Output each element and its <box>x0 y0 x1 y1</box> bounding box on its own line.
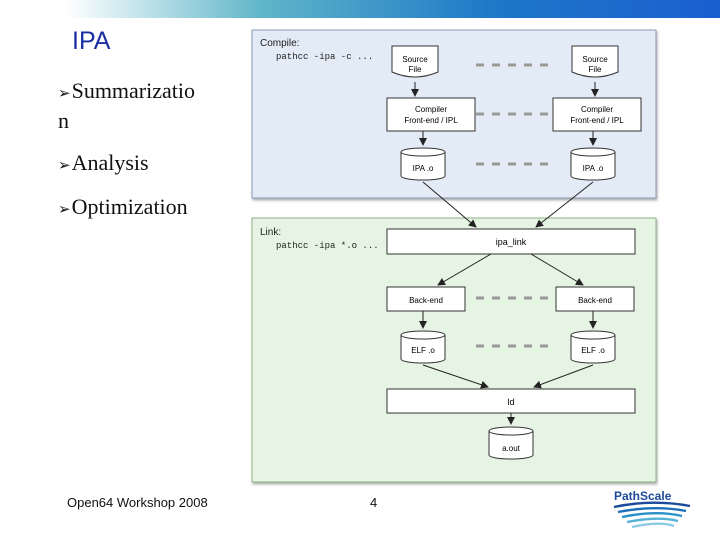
arrow-ipa-right-to-link <box>535 181 594 228</box>
source-file-left-line2: File <box>409 65 422 74</box>
page-number: 4 <box>370 495 378 510</box>
header-gradient-bar <box>66 0 720 18</box>
bullet-item-analysis: ➢Analysis <box>58 150 149 179</box>
ipa-flow-diagram: Compile: pathcc -ipa -c ... Source File … <box>251 29 657 483</box>
bullet-text: Optimization <box>71 194 188 219</box>
compiler-left-line1: Compiler <box>415 105 447 114</box>
elf-o-cylinder-right <box>570 330 616 364</box>
footer-text: Open64 Workshop 2008 <box>67 495 208 510</box>
ipa-o-cylinder-left <box>400 147 446 181</box>
pathscale-wave-logo: PathScale <box>613 489 691 529</box>
ld-box <box>386 388 636 414</box>
backend-box-left <box>386 286 466 312</box>
bullet-item-optimization: ➢Optimization <box>58 194 188 223</box>
elf-o-right-label: ELF .o <box>581 346 605 355</box>
elf-o-cylinder-left <box>400 330 446 364</box>
backend-left-label: Back-end <box>409 296 443 305</box>
arrow-elf-right-to-ld <box>533 364 594 389</box>
source-file-left-line1: Source <box>402 55 428 64</box>
bullet-text: Analysis <box>71 150 149 175</box>
compile-label: Compile: <box>260 38 299 49</box>
ipa-link-label: ipa_link <box>496 237 527 247</box>
compiler-box-left <box>386 97 476 132</box>
ipa-o-cylinder-right <box>570 147 616 181</box>
arrow-bullet-icon: ➢ <box>58 158 71 174</box>
arrow-ipa-left-to-link <box>422 181 477 228</box>
bullet-item-summarization: ➢Summarizatio <box>58 78 195 107</box>
source-file-right <box>571 45 619 78</box>
backend-box-right <box>555 286 635 312</box>
wave-icon <box>613 501 691 529</box>
logo-text: PathScale <box>614 489 672 503</box>
compile-command: pathcc -ipa -c ... <box>276 52 373 62</box>
elf-o-left-label: ELF .o <box>411 346 435 355</box>
source-file-right-line1: Source <box>582 55 608 64</box>
source-file-right-line2: File <box>589 65 602 74</box>
compiler-left-line2: Front-end / IPL <box>404 116 458 125</box>
arrow-elf-left-to-ld <box>422 364 489 389</box>
a-out-label: a.out <box>502 444 521 453</box>
source-file-left <box>391 45 439 78</box>
arrow-link-to-backend-right <box>530 253 584 286</box>
bullet-text: n <box>58 108 69 133</box>
compiler-box-right <box>552 97 642 132</box>
link-command: pathcc -ipa *.o ... <box>276 241 379 251</box>
bullet-item-wrap: n <box>58 108 69 134</box>
a-out-cylinder <box>488 426 534 460</box>
ipa-o-left-label: IPA .o <box>413 164 434 173</box>
arrow-bullet-icon: ➢ <box>58 86 71 102</box>
arrow-link-to-backend-left <box>437 253 492 286</box>
arrow-bullet-icon: ➢ <box>58 202 71 218</box>
link-label: Link: <box>260 227 281 238</box>
compiler-right-line1: Compiler <box>581 105 613 114</box>
backend-right-label: Back-end <box>578 296 612 305</box>
ipa-o-right-label: IPA .o <box>583 164 604 173</box>
ipa-link-box <box>386 228 636 255</box>
bullet-text: Summarizatio <box>71 78 195 103</box>
ld-label: ld <box>507 397 514 407</box>
slide-title: IPA <box>72 27 111 55</box>
compiler-right-line2: Front-end / IPL <box>570 116 624 125</box>
